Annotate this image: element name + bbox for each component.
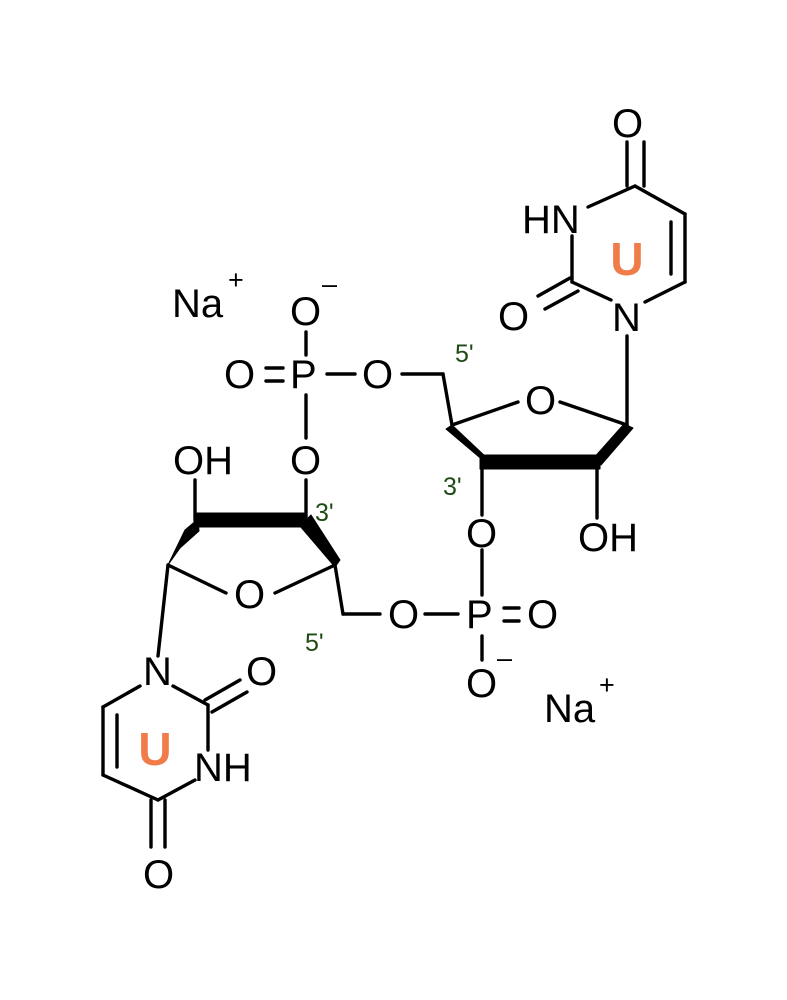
upper-phosphate: O P O –	[224, 269, 337, 397]
upper-o5-oxygen: O	[362, 353, 393, 397]
counterions: Na + Na +	[172, 265, 615, 731]
lower-hydroxyl: OH	[173, 439, 233, 483]
lower-n1: N	[143, 650, 172, 694]
sodium-charge-bottom: +	[599, 670, 615, 700]
upper-position-3: 3'	[443, 473, 462, 501]
lower-o3-oxygen: O	[290, 439, 321, 483]
upper-uracil: O HN O N U	[498, 102, 644, 340]
lower-position-3: 3'	[315, 499, 334, 527]
lower-uracil: N O NH O U	[138, 650, 277, 897]
upper-nh: HN	[522, 198, 580, 242]
upper-p-anionic-oxygen: O	[290, 290, 321, 334]
upper-phosphorus: P	[290, 353, 317, 397]
upper-base-letter: U	[610, 233, 643, 285]
lower-ribose: O OH 3' O 5'	[173, 439, 334, 657]
upper-o3-oxygen: O	[466, 512, 497, 556]
upper-hydroxyl: OH	[578, 516, 638, 560]
upper-n1: N	[612, 296, 641, 340]
lower-phosphorus: P	[466, 593, 493, 637]
lower-position-5: 5'	[305, 629, 324, 657]
lower-carbonyl-o2: O	[246, 650, 277, 694]
upper-carbonyl-o4: O	[612, 102, 643, 146]
upper-ribose: O OH 5' 3' O O	[362, 340, 638, 560]
upper-ring-oxygen: O	[525, 379, 556, 423]
upper-carbonyl-o2: O	[498, 295, 529, 339]
lower-p-charge: –	[497, 643, 512, 673]
lower-phosphate: O P O O –	[388, 593, 558, 706]
upper-p-double-oxygen: O	[224, 353, 255, 397]
stereo-bonds	[167, 423, 634, 568]
lower-carbonyl-o4: O	[143, 853, 174, 897]
lower-ring-oxygen: O	[234, 573, 265, 617]
lower-o5-oxygen: O	[388, 593, 419, 637]
upper-p-charge: –	[322, 269, 337, 299]
lower-p-anionic-oxygen: O	[466, 662, 497, 706]
lower-p-double-oxygen: O	[527, 593, 558, 637]
sodium-ion-bottom: Na	[544, 687, 596, 731]
sodium-charge-top: +	[228, 265, 244, 295]
lower-base-letter: U	[138, 723, 171, 775]
lower-nh: NH	[194, 746, 252, 790]
sodium-ion-top: Na	[172, 282, 224, 326]
upper-position-5: 5'	[455, 340, 474, 368]
bonds	[101, 140, 687, 849]
